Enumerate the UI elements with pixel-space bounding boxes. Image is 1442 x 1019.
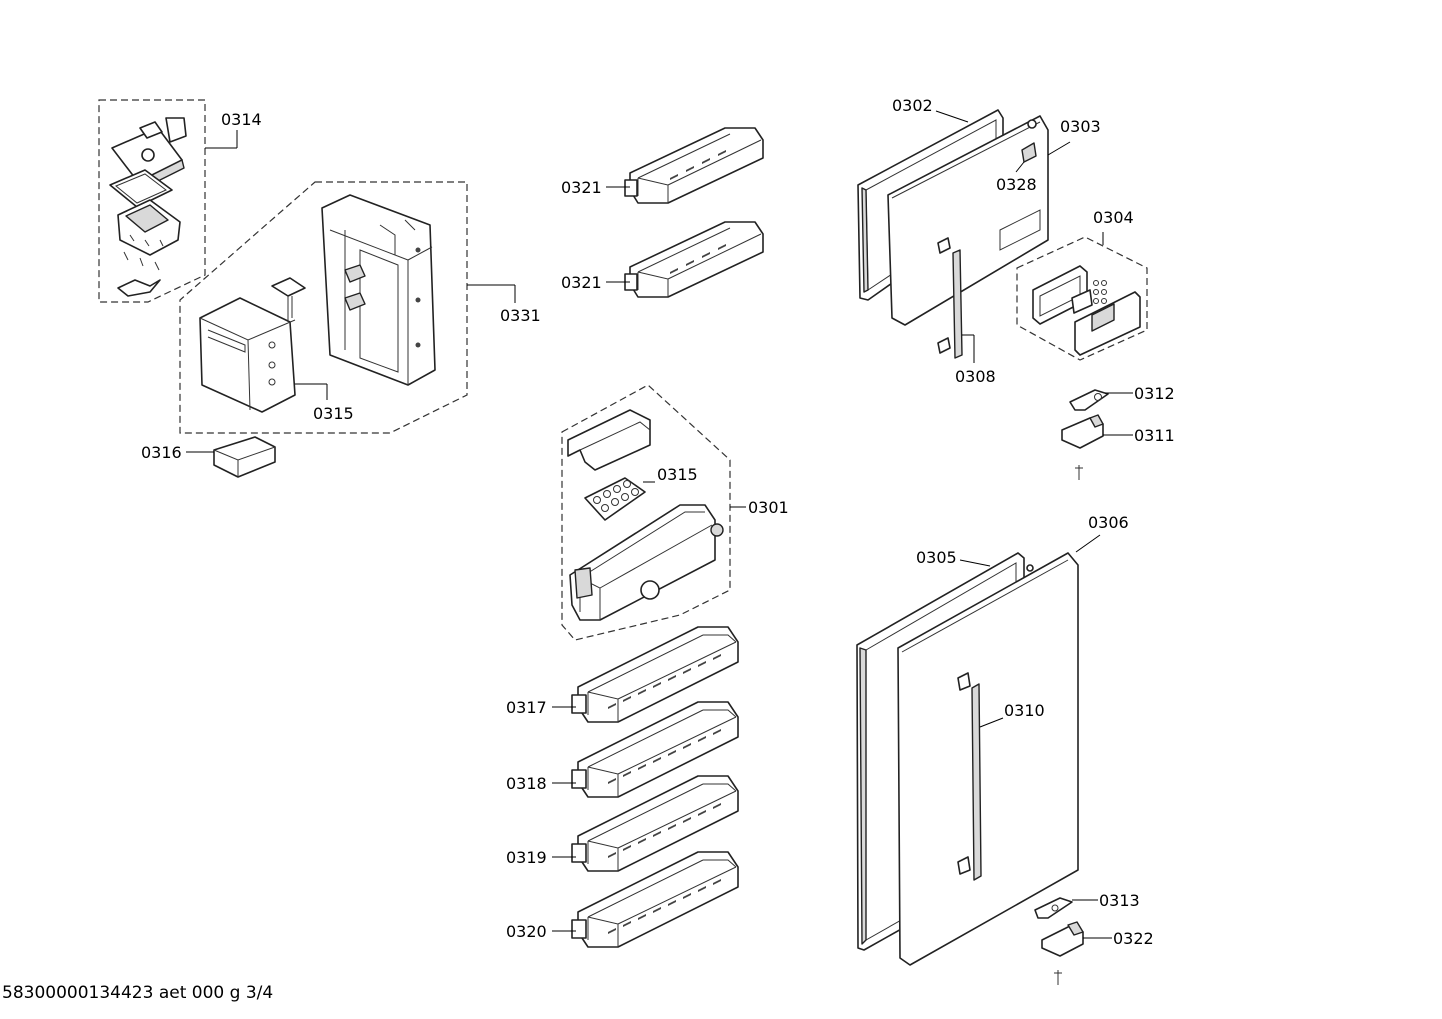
leader-0310 <box>979 717 1004 728</box>
callout-0319: 0319 <box>506 848 547 867</box>
callout-0318: 0318 <box>506 774 547 793</box>
leader-0303 <box>1047 141 1071 156</box>
part-0321b <box>624 221 764 298</box>
leader-0305 <box>959 559 991 567</box>
callout-0313: 0313 <box>1099 891 1140 910</box>
callout-0304: 0304 <box>1093 208 1134 227</box>
callout-0303: 0303 <box>1060 117 1101 136</box>
upper-door-assembly <box>857 109 1049 359</box>
callout-0328: 0328 <box>996 175 1037 194</box>
callout-0316: 0316 <box>141 443 182 462</box>
callout-0321b: 0321 <box>561 273 602 292</box>
callout-0331: 0331 <box>500 306 541 325</box>
part-0321a <box>624 127 764 204</box>
callout-0302: 0302 <box>892 96 933 115</box>
callout-0314: 0314 <box>221 110 262 129</box>
hinge-lower <box>1034 897 1084 985</box>
assembly-0304 <box>1016 236 1148 361</box>
callout-0317: 0317 <box>506 698 547 717</box>
callout-0320: 0320 <box>506 922 547 941</box>
drawing-number: 58300000134423 aet 000 g 3/4 <box>2 983 273 1003</box>
leader-0302 <box>935 110 969 123</box>
callout-0321a: 0321 <box>561 178 602 197</box>
callout-0301: 0301 <box>748 498 789 517</box>
lower-door-assembly <box>856 552 1079 966</box>
callout-0310: 0310 <box>1004 701 1045 720</box>
callout-0306: 0306 <box>1088 513 1129 532</box>
callout-0308: 0308 <box>955 367 996 386</box>
callout-0312: 0312 <box>1134 384 1175 403</box>
assembly-0301 <box>561 384 731 641</box>
hinge-upper <box>1061 389 1109 480</box>
callout-0315b: 0315 <box>657 465 698 484</box>
leader-0328 <box>1015 161 1025 173</box>
callout-0315a: 0315 <box>313 404 354 423</box>
leader-0306 <box>1075 534 1101 553</box>
assembly-0331 <box>179 181 468 434</box>
callout-0311: 0311 <box>1134 426 1175 445</box>
assembly-0314 <box>98 99 206 303</box>
part-0316 <box>213 436 276 478</box>
callout-0305: 0305 <box>916 548 957 567</box>
callout-0322: 0322 <box>1113 929 1154 948</box>
